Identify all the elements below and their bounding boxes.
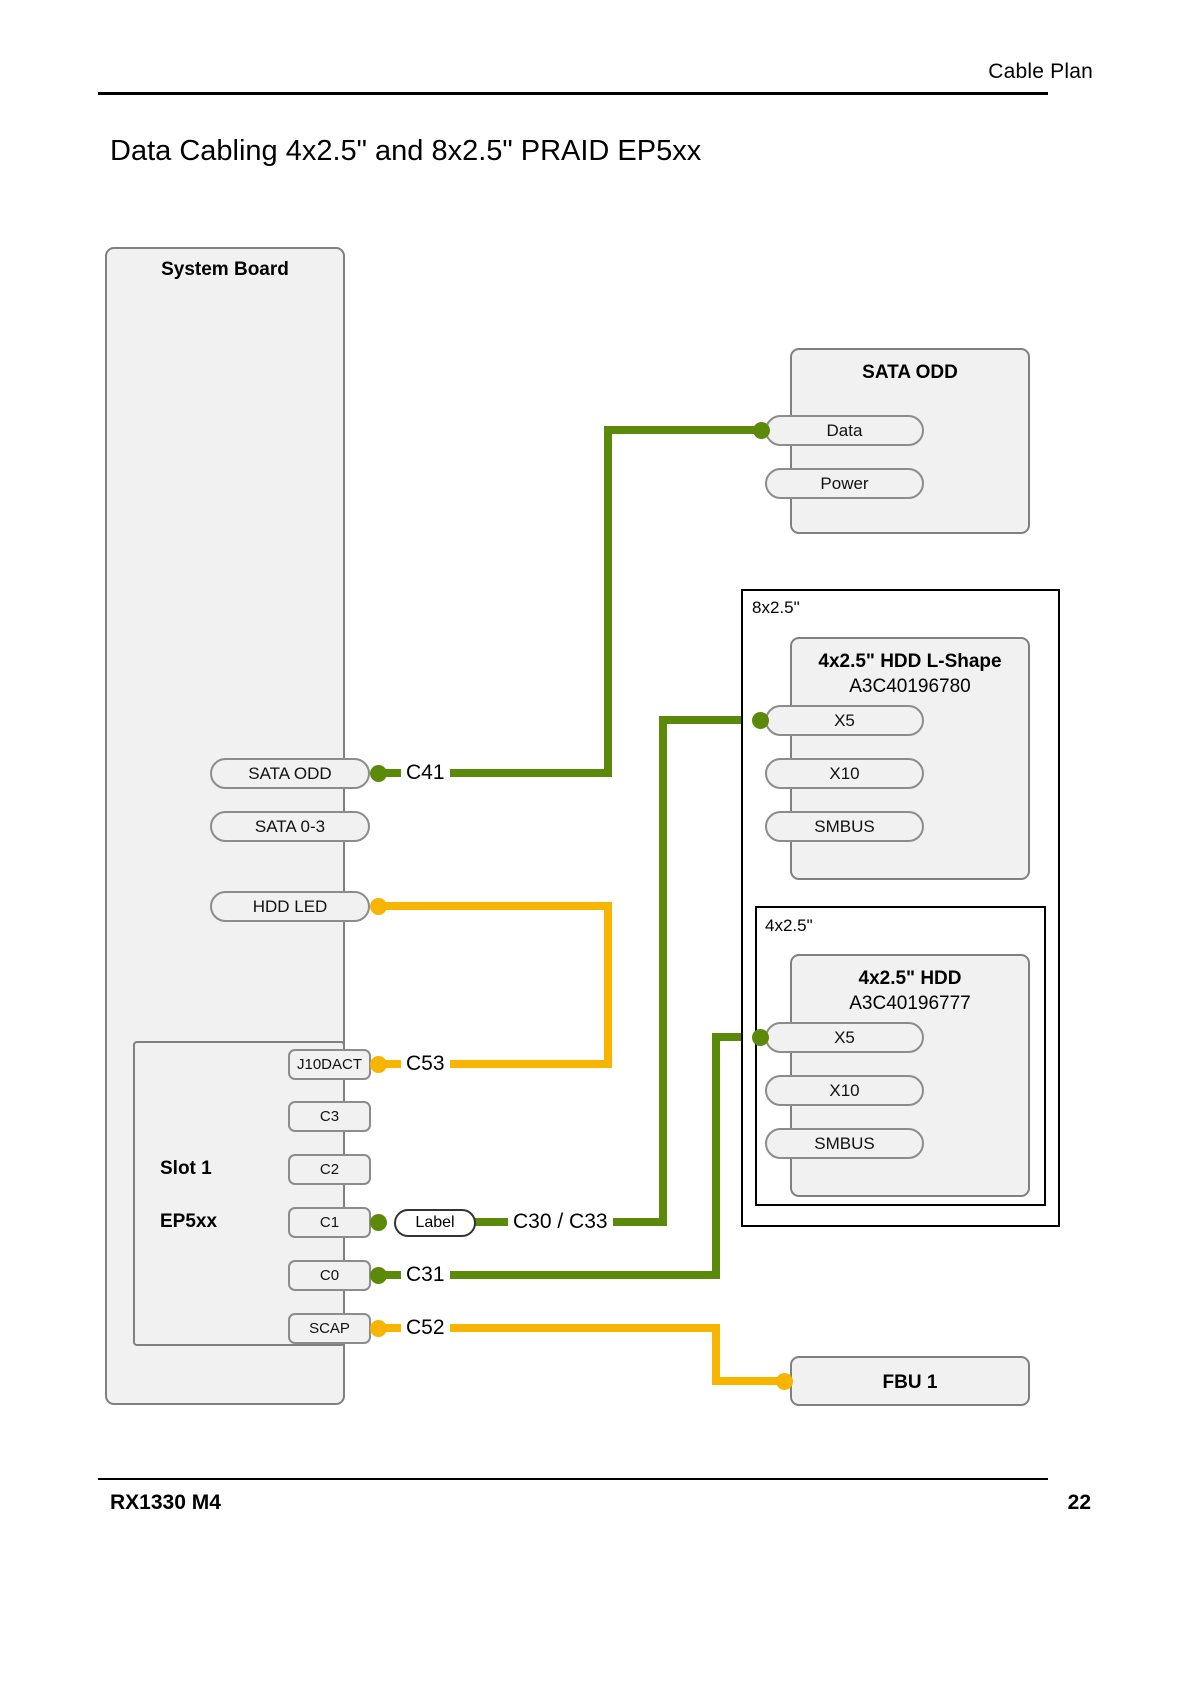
port-hdd-4x25-x5[interactable]: X5: [765, 1022, 924, 1053]
hdd-4x25-title: 4x2.5" HDD: [858, 968, 962, 989]
page-title: Data Cabling 4x2.5" and 8x2.5" PRAID EP5…: [110, 135, 702, 167]
port-l-shape-x10-label: X10: [829, 763, 860, 783]
header-title: Cable Plan: [988, 60, 1093, 83]
cable-dot-c53-j10dact: [370, 1056, 387, 1073]
cable-label-c41: C41: [401, 761, 450, 785]
port-j10dact[interactable]: J10DACT: [288, 1049, 371, 1080]
port-c3[interactable]: C3: [288, 1101, 371, 1132]
cable-dot-c31-c0: [370, 1267, 387, 1284]
port-sata-odd-data-label: Data: [826, 420, 863, 440]
port-c2[interactable]: C2: [288, 1154, 371, 1185]
port-c0-label: C0: [319, 1267, 340, 1284]
port-hdd-4x25-x5-label: X5: [834, 1027, 855, 1047]
group-label-8x25: 8x2.5": [752, 598, 800, 617]
port-hdd-4x25-smbus[interactable]: SMBUS: [765, 1128, 924, 1159]
port-hdd-led[interactable]: HDD LED: [210, 891, 370, 922]
port-c1-label: C1: [319, 1214, 340, 1231]
group-label-4x25: 4x2.5": [765, 916, 813, 935]
port-c1[interactable]: C1: [288, 1207, 371, 1238]
port-hdd-4x25-x10[interactable]: X10: [765, 1075, 924, 1106]
port-sata-odd-label: SATA ODD: [248, 763, 332, 783]
cable-dot-c41-device: [753, 422, 770, 439]
port-hdd-4x25-x10-label: X10: [829, 1080, 860, 1100]
port-hdd-4x25-smbus-label: SMBUS: [814, 1133, 875, 1153]
fbu1-title: FBU 1: [882, 1372, 938, 1393]
cable-label-c53: C53: [401, 1052, 450, 1076]
footer-rule: [98, 1478, 1048, 1480]
cable-dot-c41-board: [370, 765, 387, 782]
cable-label-c31: C31: [401, 1263, 450, 1287]
hdd-4x25-part-number: A3C40196777: [849, 993, 971, 1014]
port-sata-odd-power[interactable]: Power: [765, 468, 924, 499]
connector-label-text: Label: [415, 1214, 455, 1231]
port-scap[interactable]: SCAP: [288, 1313, 371, 1344]
fbu1-panel: FBU 1: [790, 1356, 1030, 1406]
port-j10dact-label: J10DACT: [296, 1056, 363, 1073]
port-l-shape-x10[interactable]: X10: [765, 758, 924, 789]
port-l-shape-x5[interactable]: X5: [765, 705, 924, 736]
cable-dot-c53-hddled: [370, 898, 387, 915]
cable-label-c52: C52: [401, 1316, 450, 1340]
sata-odd-device-title: SATA ODD: [862, 362, 958, 383]
header-rule: [98, 92, 1048, 95]
cable-c53: [378, 902, 612, 1068]
port-c0[interactable]: C0: [288, 1260, 371, 1291]
port-l-shape-smbus-label: SMBUS: [814, 816, 875, 836]
port-c2-label: C2: [319, 1161, 340, 1178]
slot1-name-label: Slot 1: [160, 1158, 212, 1179]
system-board-title: System Board: [161, 259, 289, 280]
port-sata-0-3-label: SATA 0-3: [254, 816, 326, 836]
cable-dot-c52-scap: [370, 1320, 387, 1337]
slot1-panel: [133, 1041, 345, 1346]
footer-page-number: 22: [1067, 1491, 1091, 1514]
port-l-shape-smbus[interactable]: SMBUS: [765, 811, 924, 842]
port-l-shape-x5-label: X5: [834, 710, 855, 730]
port-scap-label: SCAP: [309, 1320, 350, 1337]
connector-label-pill[interactable]: Label: [394, 1209, 476, 1237]
port-sata-odd-data[interactable]: Data: [765, 415, 924, 446]
cable-dot-c52-fbu: [776, 1373, 793, 1390]
footer-document-name: RX1330 M4: [110, 1491, 221, 1514]
port-hdd-led-label: HDD LED: [252, 896, 328, 916]
port-c3-label: C3: [319, 1108, 340, 1125]
port-sata-odd-power-label: Power: [820, 473, 869, 493]
cable-c41: [378, 426, 768, 777]
port-sata-odd[interactable]: SATA ODD: [210, 758, 370, 789]
hdd-l-shape-title: 4x2.5" HDD L-Shape: [818, 651, 1002, 672]
cable-dot-c30c33-x5: [752, 712, 769, 729]
hdd-l-shape-part-number: A3C40196780: [849, 676, 971, 697]
cable-dot-c31-x5: [752, 1029, 769, 1046]
cable-c30-c33: [473, 716, 763, 1226]
slot1-card-label: EP5xx: [160, 1211, 218, 1232]
cable-dot-c30c33-c1: [370, 1214, 387, 1231]
cable-label-c30-c33: C30 / C33: [508, 1210, 613, 1234]
port-sata-0-3[interactable]: SATA 0-3: [210, 811, 370, 842]
